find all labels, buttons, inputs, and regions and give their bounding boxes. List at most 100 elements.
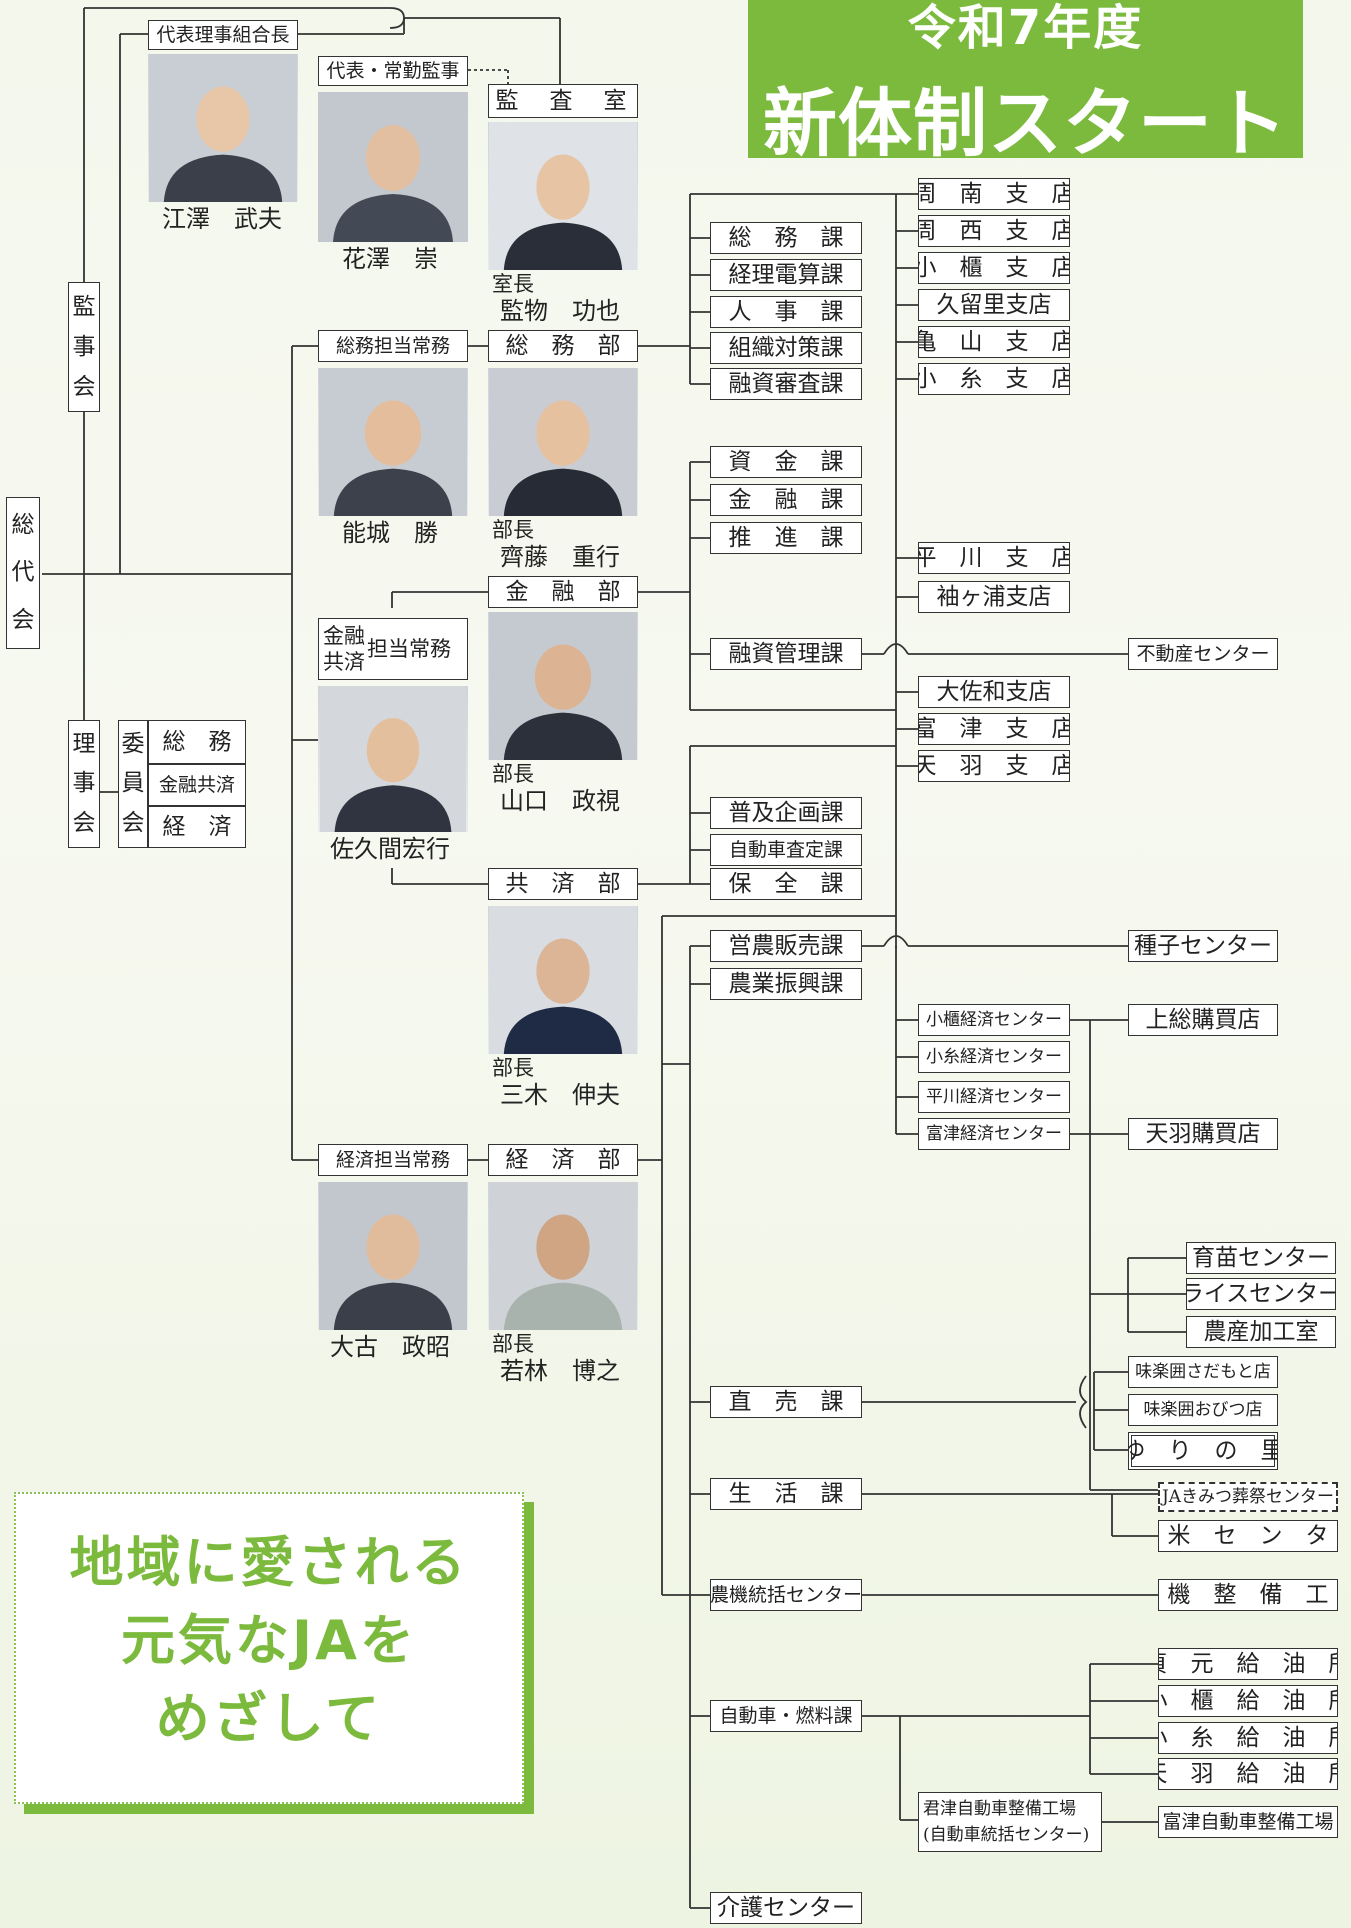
machine-shop: 農 機 整 備 工 場 — [1158, 1579, 1338, 1611]
chairman-name: 江澤 武夫 — [162, 205, 282, 233]
audit-office-name: 監物 功也 — [500, 297, 620, 325]
keizai-dept-photo — [488, 1182, 638, 1330]
slogan-panel: 地域に愛される 元気なJAを めざして — [14, 1492, 524, 1804]
audit-office-role: 室長 — [492, 272, 534, 296]
branch-3: 久留里支店 — [918, 289, 1070, 321]
somu-dept-photo — [488, 368, 638, 516]
audit-office-photo — [488, 122, 638, 270]
keizai-dept-role: 部長 — [492, 1332, 534, 1356]
seed-center: 種子センター — [1128, 930, 1278, 962]
kyosai-dept-photo — [488, 906, 638, 1054]
banner-title: 新体制スタート — [763, 81, 1288, 158]
kinyu-dept-title: 金 融 部 — [488, 576, 638, 608]
section-direct-sales: 直 売 課 — [710, 1386, 862, 1418]
shop-1: 天羽購買店 — [1128, 1118, 1278, 1150]
auditor-photo — [318, 92, 468, 242]
econ-center-3: 富津経済センター — [918, 1118, 1070, 1150]
audit-board-box: 監事会 — [68, 282, 100, 412]
keizai-director-photo — [318, 1182, 468, 1330]
gas-station-1: 小 櫃 給 油 所 — [1158, 1685, 1338, 1717]
agri-center-1: ライスセンター — [1186, 1278, 1336, 1310]
somu-director-photo — [318, 368, 468, 516]
header-banner: 令和7年度 新体制スタート — [748, 0, 1303, 158]
branch-9: 富 津 支 店 — [918, 713, 1070, 745]
general-assembly-box: 総代会 — [6, 497, 40, 649]
agri-center-0: 育苗センター — [1186, 1242, 1336, 1274]
slogan-line-2: 元気なJAを — [121, 1609, 417, 1672]
kyosai-dept-name: 三木 伸夫 — [500, 1081, 620, 1109]
real-estate-center: 不動産センター — [1128, 638, 1278, 670]
section-eino-0: 営農販売課 — [710, 930, 862, 962]
section-care-center: 介護センター — [710, 1892, 862, 1924]
auditor-name: 花澤 崇 — [342, 245, 438, 273]
committee-general-affairs: 総 務 — [148, 720, 246, 764]
direct-shop-2: ゆ り の 里 — [1128, 1432, 1278, 1470]
gas-station-0: 貞 元 給 油 所 — [1158, 1648, 1338, 1680]
section-machinery-center: 農機統括センター — [710, 1579, 862, 1611]
somu-director-title: 総務担当常務 — [318, 330, 468, 362]
slogan-line-1: 地域に愛される — [69, 1531, 469, 1594]
kyosai-dept-role: 部長 — [492, 1056, 534, 1080]
econ-center-2: 平川経済センター — [918, 1081, 1070, 1113]
keizai-director-title: 経済担当常務 — [318, 1144, 468, 1176]
gas-station-3: 天 羽 給 油 所 — [1158, 1758, 1338, 1790]
futtsu-car-shop: 富津自動車整備工場 — [1158, 1806, 1338, 1838]
branch-6: 平 川 支 店 — [918, 542, 1070, 574]
agri-center-2: 農産加工室 — [1186, 1316, 1336, 1348]
committee-economy: 経 済 — [148, 806, 246, 848]
section-somu-4: 融資審査課 — [710, 368, 862, 400]
kinyu-director-title: 金融共済 担当常務 — [318, 618, 468, 680]
branch-8: 大佐和支店 — [918, 676, 1070, 708]
branch-4: 亀 山 支 店 — [918, 326, 1070, 358]
section-kinyu-2: 推 進 課 — [710, 522, 862, 554]
section-somu-0: 総 務 課 — [710, 222, 862, 254]
kinyu-director-photo — [318, 686, 468, 832]
branch-0: 周 南 支 店 — [918, 178, 1070, 210]
rice-mill-center: 精 米 セ ン タ ー — [1158, 1520, 1338, 1552]
chairman-title: 代表理事組合長 — [148, 20, 298, 50]
somu-dept-name: 齊藤 重行 — [500, 543, 620, 571]
funeral-center: JAきみつ葬祭センター — [1158, 1482, 1338, 1512]
direct-shop-1: 味楽囲おびつ店 — [1128, 1394, 1278, 1426]
kimitsu-car-shop: 君津自動車整備工場(自動車統括センター) — [918, 1792, 1102, 1852]
section-eino-1: 農業振興課 — [710, 968, 862, 1000]
kinyu-dept-photo — [488, 612, 638, 760]
econ-center-0: 小櫃経済センター — [918, 1004, 1070, 1036]
branch-7: 袖ヶ浦支店 — [918, 581, 1070, 613]
gas-station-2: 小 糸 給 油 所 — [1158, 1722, 1338, 1754]
section-kinyu-1: 金 融 課 — [710, 484, 862, 516]
branch-5: 小 糸 支 店 — [918, 363, 1070, 395]
committee-box: 委員会 — [118, 720, 148, 848]
chairman-photo — [148, 54, 298, 202]
section-kyosai-0: 普及企画課 — [710, 797, 862, 829]
branch-1: 周 西 支 店 — [918, 215, 1070, 247]
direct-shop-0: 味楽囲さだもと店 — [1128, 1356, 1278, 1388]
keizai-dept-name: 若林 博之 — [500, 1357, 620, 1385]
somu-dept-title: 総 務 部 — [488, 330, 638, 362]
committee-finance: 金融共済 — [148, 764, 246, 806]
audit-office-title: 監 査 室 — [488, 84, 638, 118]
banner-year: 令和7年度 — [907, 0, 1144, 56]
branch-2: 小 櫃 支 店 — [918, 252, 1070, 284]
keizai-dept-title: 経 済 部 — [488, 1144, 638, 1176]
section-fuel: 自動車・燃料課 — [710, 1700, 862, 1732]
section-kinyu-0: 資 金 課 — [710, 446, 862, 478]
somu-dept-role: 部長 — [492, 518, 534, 542]
section-somu-3: 組織対策課 — [710, 332, 862, 364]
section-kyosai-1: 自動車査定課 — [710, 834, 862, 866]
section-loan-mgmt: 融資管理課 — [710, 638, 862, 670]
board-of-directors-box: 理事会 — [68, 720, 100, 848]
econ-center-1: 小糸経済センター — [918, 1041, 1070, 1073]
shop-0: 上総購買店 — [1128, 1004, 1278, 1036]
kinyu-dept-role: 部長 — [492, 762, 534, 786]
slogan-line-3: めざして — [155, 1687, 383, 1750]
section-somu-1: 経理電算課 — [710, 259, 862, 291]
section-somu-2: 人 事 課 — [710, 296, 862, 328]
kinyu-dept-name: 山口 政視 — [500, 787, 620, 815]
section-kyosai-2: 保 全 課 — [710, 868, 862, 900]
section-life: 生 活 課 — [710, 1478, 862, 1510]
kinyu-director-name: 佐久間宏行 — [330, 835, 450, 863]
kyosai-dept-title: 共 済 部 — [488, 868, 638, 900]
branch-10: 天 羽 支 店 — [918, 750, 1070, 782]
auditor-title: 代表・常勤監事 — [318, 56, 468, 86]
